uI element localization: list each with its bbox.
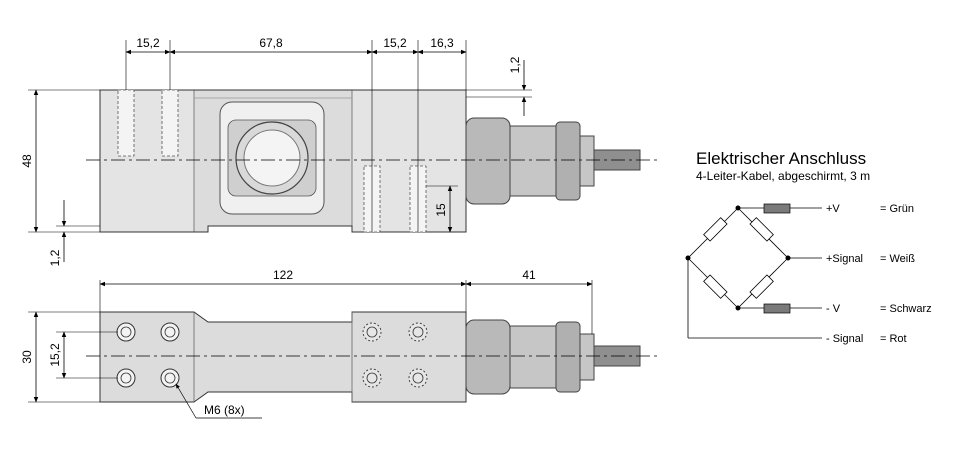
dim-122: 122	[273, 268, 293, 282]
connection-title: Elektrischer Anschluss	[696, 149, 866, 168]
dim-1-2-bottom: 1,2	[48, 249, 62, 266]
dim-15-2-right: 15,2	[383, 36, 407, 50]
dim-1-2-top: 1,2	[508, 56, 522, 73]
load-cell-body-top	[99, 311, 467, 403]
dim-67-8: 67,8	[259, 36, 283, 50]
wire-label-plus-v: +V	[826, 203, 840, 215]
dim-30: 30	[20, 350, 34, 364]
top-view: 122 41 30 15,2 M6 (8x)	[20, 268, 660, 419]
mounting-holes-left	[116, 322, 180, 388]
electrical-connection: Elektrischer Anschluss 4-Leiter-Kabel, a…	[685, 149, 932, 345]
wire-color-plus-v: = Grün	[880, 203, 914, 215]
wire-color-minus-v: = Schwarz	[880, 303, 932, 315]
side-view: 15,2 67,8 15,2 16,3 1,2 48 1,2 15	[20, 36, 660, 266]
wire-color-minus-signal: = Rot	[880, 333, 907, 345]
mounting-holes-right	[362, 322, 428, 388]
wire-color-plus-signal: = Weiß	[880, 253, 915, 265]
cable-gland-side	[465, 117, 595, 205]
dim-15: 15	[434, 203, 448, 217]
wire-label-minus-v: - V	[826, 303, 841, 315]
dim-16-3: 16,3	[430, 36, 454, 50]
center-cutout	[219, 101, 325, 215]
dim-41: 41	[522, 268, 536, 282]
cable-gland-top	[465, 319, 595, 395]
thread-callout: M6 (8x)	[204, 403, 245, 417]
threaded-hole-left	[117, 89, 179, 157]
wire-label-minus-signal: - Signal	[826, 333, 863, 345]
dim-15-2-bottom: 15,2	[48, 343, 62, 367]
dim-15-2-left: 15,2	[136, 36, 160, 50]
connection-subtitle: 4-Leiter-Kabel, abgeschirmt, 3 m	[696, 169, 870, 183]
wheatstone-bridge	[685, 203, 822, 339]
dim-48: 48	[20, 154, 34, 168]
wire-label-plus-signal: +Signal	[826, 253, 863, 265]
